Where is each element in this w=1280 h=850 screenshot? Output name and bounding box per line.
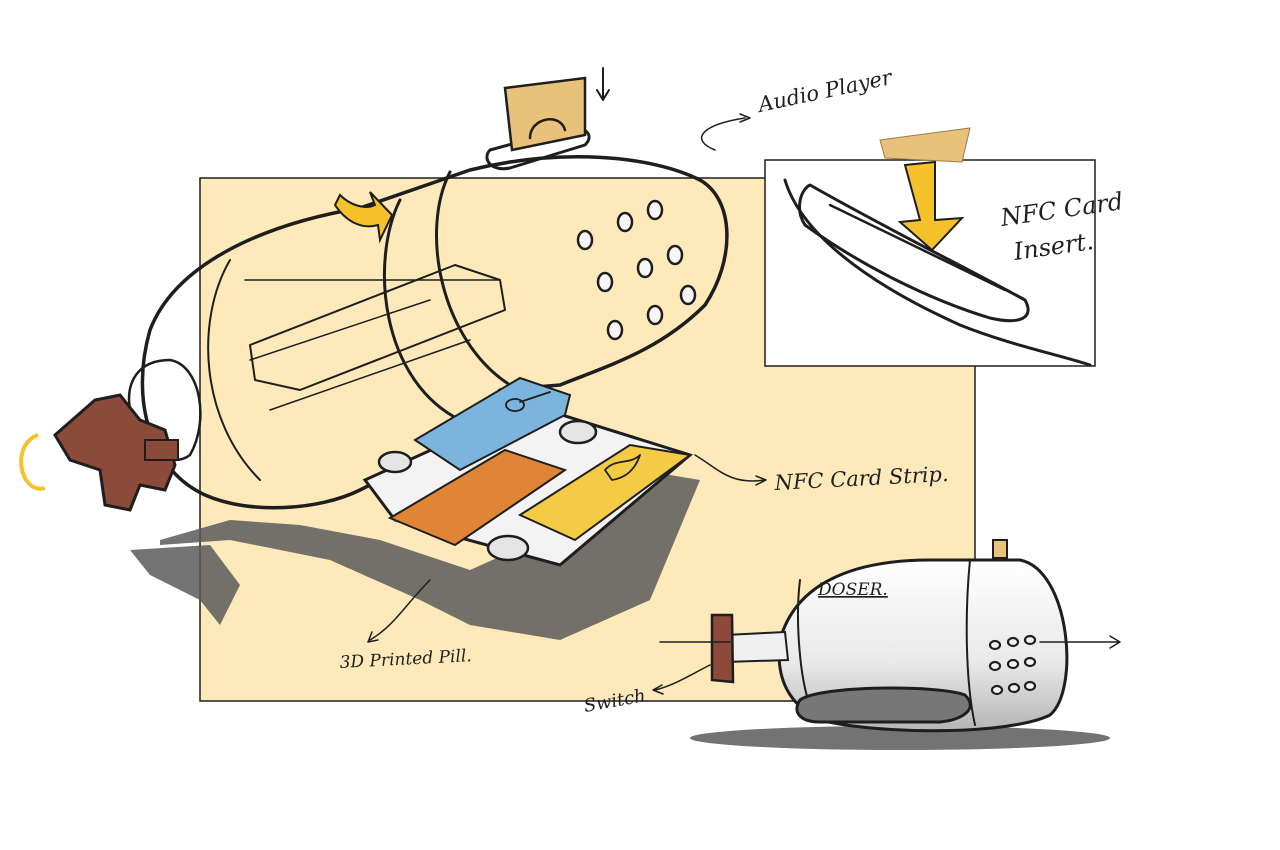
insert-arrow <box>897 160 965 252</box>
label-doser: DOSER. <box>817 580 888 600</box>
nfc-insert-detail <box>764 127 1096 367</box>
label-audio-player: Audio Player <box>754 65 896 118</box>
pill <box>486 534 530 562</box>
dove-icon <box>604 454 641 481</box>
strip-blue-section <box>413 376 572 472</box>
leader-switch <box>652 664 711 695</box>
ground-shadow <box>160 470 700 640</box>
insert-arrow-small <box>596 67 610 101</box>
ground-shadow-tail <box>130 545 240 625</box>
rotate-arrow <box>333 191 394 244</box>
nfc-card <box>503 76 587 152</box>
speaker-holes <box>576 199 697 341</box>
pill <box>377 450 413 474</box>
nfc-card-strip <box>362 376 694 567</box>
rotation-arrow-icon <box>19 433 46 491</box>
doser-holes <box>988 634 1037 696</box>
violin-icon <box>505 391 551 412</box>
leader-audio-player <box>701 113 751 151</box>
main-device <box>127 67 729 510</box>
leader-nfc-strip <box>694 454 767 486</box>
strip-yellow-section <box>517 443 693 542</box>
pill <box>558 419 598 445</box>
strip-orange-section <box>387 448 568 547</box>
switch-knob <box>19 393 179 512</box>
doser-device <box>659 539 1121 750</box>
leader-printed-pill <box>367 579 431 643</box>
